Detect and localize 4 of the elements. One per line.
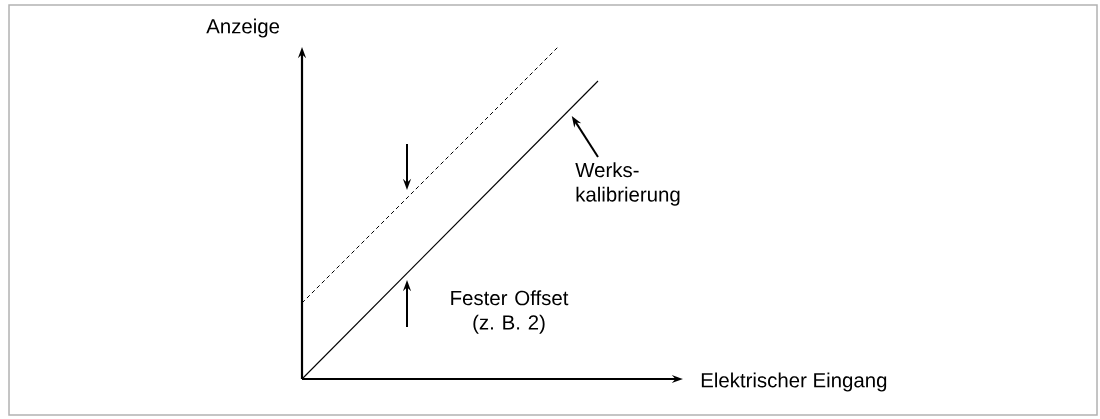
axis-label: Elektrischer Eingang (701, 372, 887, 392)
annotation-text: Fester Offset (z. B. 2) (451, 290, 569, 334)
callout-text: Werks- kalibrierung (575, 162, 680, 206)
axis-label: Anzeige (206, 18, 280, 38)
